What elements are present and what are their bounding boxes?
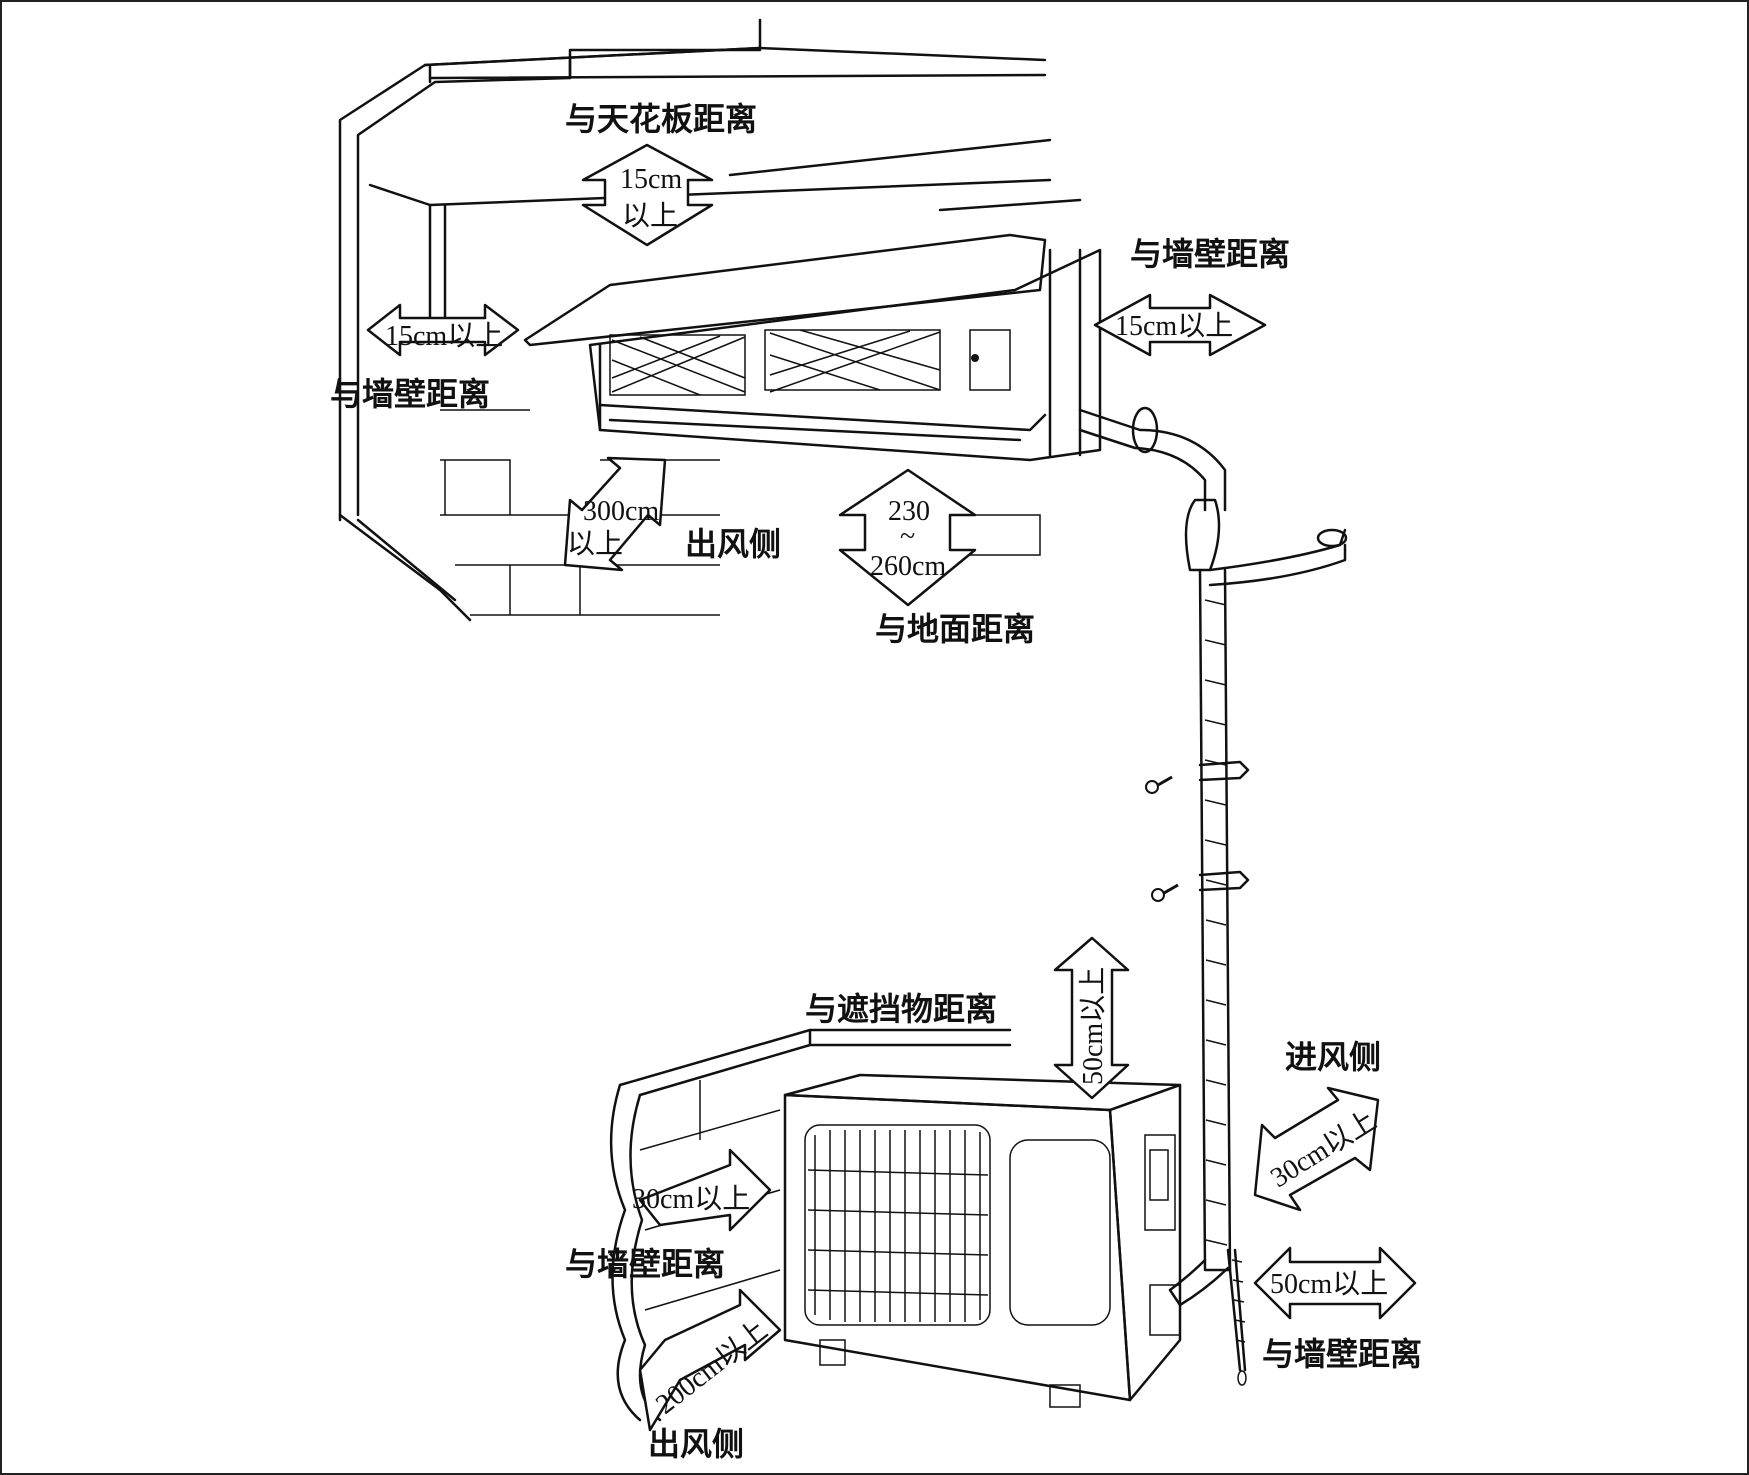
inlet-side-label: 进风侧: [1285, 1038, 1381, 1076]
outdoor-left-wall-distance-label: 与墙壁距离: [565, 1245, 725, 1283]
floor-dim-tilde: ~: [900, 521, 915, 552]
right-wall-clearance-arrow: [1093, 293, 1267, 357]
floor-distance-label: 与地面距离: [875, 610, 1035, 648]
outdoor-top-clearance-arrow: [1053, 936, 1130, 1100]
outdoor-right-wall-clearance-arrow: [1253, 1246, 1417, 1320]
outdoor-wall: [609, 1028, 1012, 1422]
left-wall-clearance-arrow: [366, 303, 520, 357]
ceiling-distance-label: 与天花板距离: [565, 100, 757, 138]
ceiling-dim-suffix: 以上: [622, 201, 678, 232]
left-wall-dim-value: 15cm以上: [385, 321, 503, 352]
floor-dim-value: 230: [888, 496, 930, 527]
outdoor-outlet-clearance-arrow: [638, 1288, 782, 1432]
outdoor-right-wall-dim-value: 50cm以上: [1270, 1269, 1388, 1300]
ceiling-dim-value: 15cm: [620, 164, 682, 195]
indoor-outlet-dim-value: 300cm: [583, 496, 659, 527]
indoor-outlet-side-label: 出风侧: [685, 525, 781, 563]
inlet-clearance-arrow: [1253, 1086, 1380, 1212]
right-wall-distance-label: 与墙壁距离: [1130, 235, 1290, 273]
outdoor-left-wall-clearance-arrow: [638, 1148, 772, 1232]
refrigerant-piping: [1078, 406, 1348, 1386]
ceiling-clearance-arrow: [581, 143, 714, 247]
obstacle-distance-label: 与遮挡物距离: [805, 990, 997, 1028]
screw-icon: [1151, 883, 1179, 902]
outdoor-right-wall-distance-label: 与墙壁距离: [1262, 1335, 1422, 1373]
floor-clearance-arrow: [838, 468, 977, 607]
indoor-outlet-dim-suffix: 以上: [567, 529, 623, 560]
outdoor-top-dim-value: 50cm以上: [1078, 967, 1109, 1085]
outdoor-outlet-side-label: 出风侧: [648, 1425, 744, 1463]
floor-dim-value-2: 260cm: [870, 551, 946, 582]
indoor-unit: [523, 233, 1102, 462]
outdoor-unit: [783, 1073, 1182, 1408]
outdoor-left-wall-dim-value: 30cm以上: [632, 1184, 750, 1215]
right-wall-dim-value: 15cm以上: [1115, 311, 1233, 342]
screw-icon: [1145, 775, 1173, 794]
indoor-outlet-clearance-arrow: [563, 456, 667, 572]
left-wall-distance-label: 与墙壁距离: [330, 375, 490, 413]
